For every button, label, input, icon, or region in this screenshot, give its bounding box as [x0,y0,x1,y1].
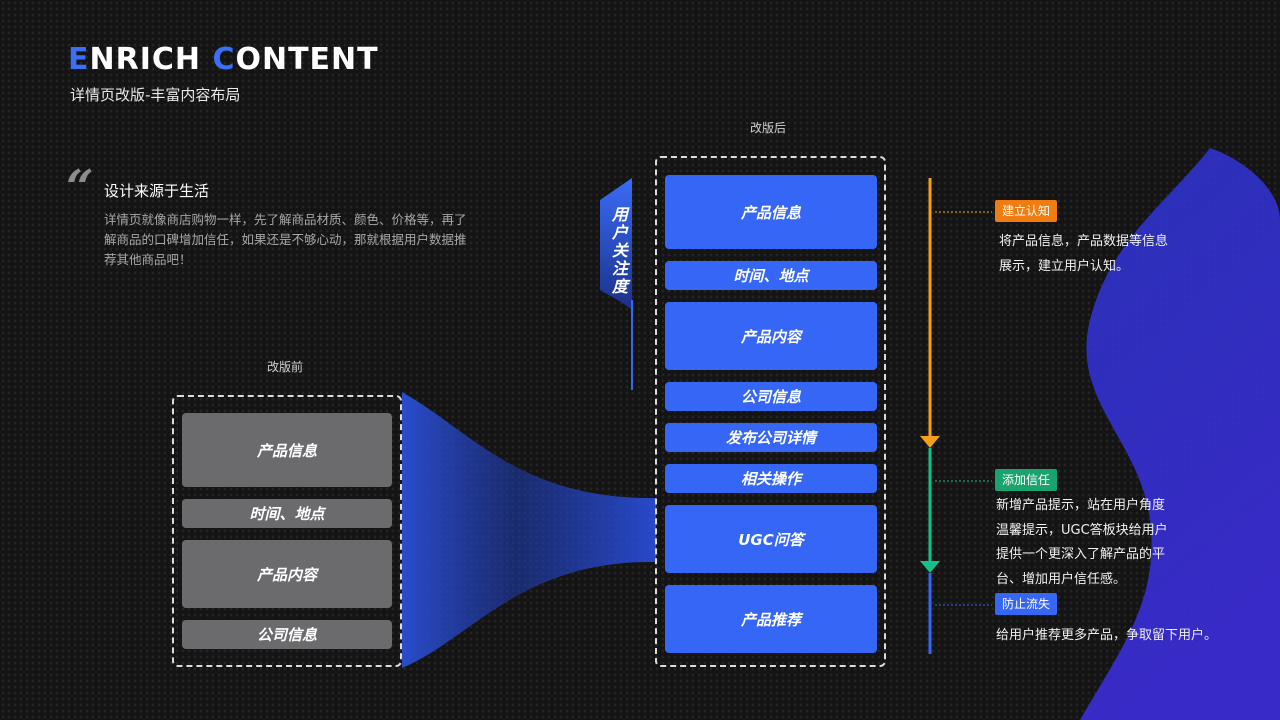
desc-add-trust: 新增产品提示，站在用户角度 温馨提示，UGC答板块给用户 提供一个更深入了解产品… [996,494,1168,592]
after-block-product-info: 产品信息 [665,175,877,249]
before-frame: 产品信息 时间、地点 产品内容 公司信息 [172,395,402,667]
desc-build-awareness: 将产品信息，产品数据等信息 展示，建立用户认知。 [999,230,1168,279]
before-caption: 改版前 [267,360,304,374]
after-block-company-details: 发布公司详情 [665,423,877,452]
before-block-company-info: 公司信息 [182,620,392,649]
before-block-time-place: 时间、地点 [182,499,392,528]
before-block-product-content: 产品内容 [182,540,392,608]
tag-build-awareness: 建立认知 [995,200,1058,222]
page-subtitle: 详情页改版-丰富内容布局 [70,86,241,104]
right-blob-shape [1080,148,1280,720]
funnel-shape [402,392,656,668]
desc-line: 台、增加用户信任感。 [996,571,1127,587]
timeline-orange-arrow [920,436,940,448]
after-block-time-place: 时间、地点 [665,261,877,290]
before-block-product-info: 产品信息 [182,413,392,487]
tag-add-trust: 添加信任 [995,469,1058,491]
desc-line: 将产品信息，产品数据等信息 [999,234,1169,249]
quote-mark-icon: “ [66,160,94,216]
desc-line: 温馨提示，UGC答板块给用户 [996,522,1168,538]
after-block-product-recommend: 产品推荐 [665,585,877,653]
desc-prevent-churn: 给用户推荐更多产品，争取留下用户。 [996,624,1217,649]
tag-prevent-churn: 防止流失 [995,593,1058,615]
attention-ribbon [600,178,632,310]
after-block-ugc-qa: UGC问答 [665,505,877,573]
after-block-related-actions: 相关操作 [665,464,877,493]
desc-line: 提供一个更深入了解产品的平 [996,547,1166,562]
quote-body: 详情页就像商店购物一样，先了解商品材质、颜色、价格等，再了解商品的口碑增加信任，… [104,212,467,267]
desc-line: 新增产品提示，站在用户角度 [996,498,1166,513]
attention-label: 用户关注度 [611,205,628,296]
desc-line: 展示，建立用户认知。 [999,258,1130,274]
after-caption: 改版后 [750,121,787,135]
timeline-green-arrow [920,561,940,573]
after-block-company-info: 公司信息 [665,382,877,411]
after-frame: 产品信息 时间、地点 产品内容 公司信息 发布公司详情 相关操作 UGC问答 产… [655,156,886,667]
desc-line: 给用户推荐更多产品，争取留下用户。 [996,628,1218,643]
quote-heading: 设计来源于生活 [104,182,210,200]
after-block-product-content: 产品内容 [665,302,877,370]
page-title: ENRICH CONTENT [68,42,379,77]
